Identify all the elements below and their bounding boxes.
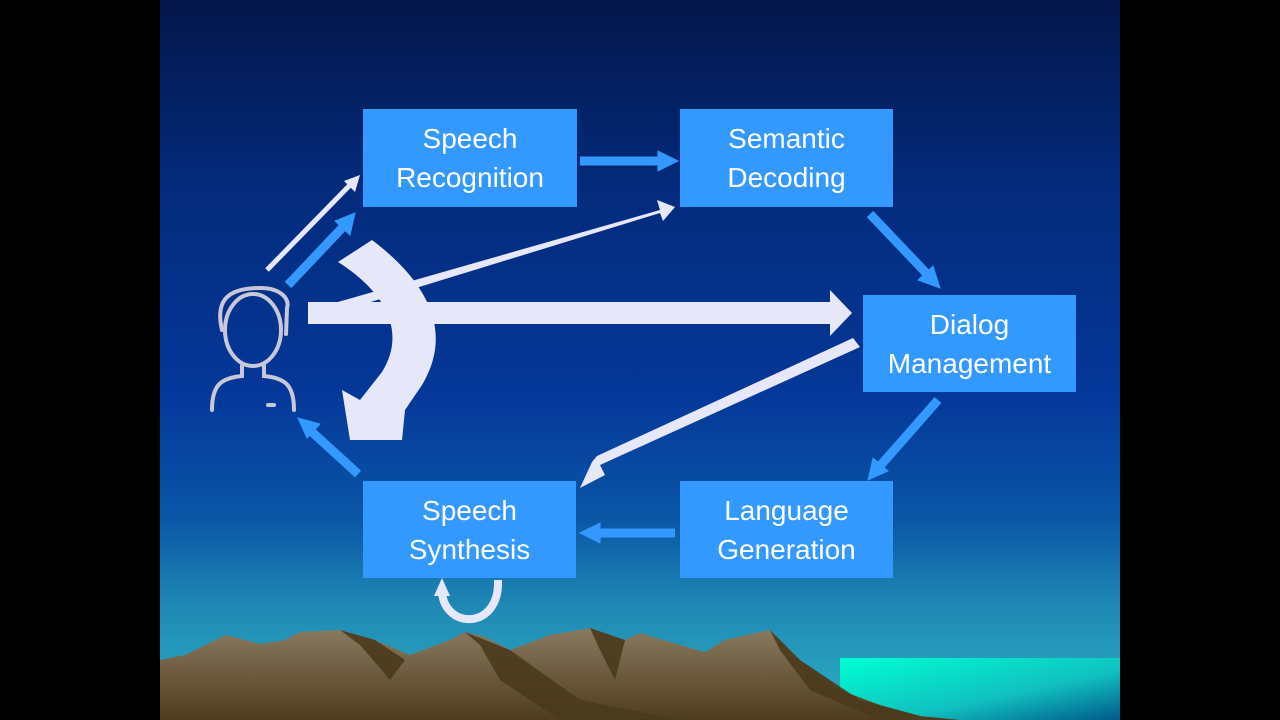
semantic-decoding-box: Semantic Decoding <box>680 109 893 207</box>
mountain-shadow <box>340 630 405 680</box>
speech-synthesis-box: Speech Synthesis <box>363 481 576 578</box>
box-label: Generation <box>717 533 856 565</box>
box-label: Decoding <box>727 162 846 193</box>
dialog-management-box: Dialog Management <box>863 295 1076 392</box>
box-label: Synthesis <box>408 533 531 565</box>
box-label: Semantic <box>728 123 845 154</box>
loop-arrow-icon <box>438 579 503 623</box>
user-icon <box>210 285 296 412</box>
mountains <box>160 628 960 720</box>
box-label: Recognition <box>396 162 544 193</box>
speech-recognition-box: Speech Recognition <box>363 109 577 207</box>
box-label: Language <box>724 494 849 526</box>
box-label: Dialog <box>929 308 1010 340</box>
arrow-icon <box>265 175 860 488</box>
mountain-shadow <box>465 632 680 720</box>
diagram-graphics <box>160 150 1120 720</box>
mountain-shadow <box>590 628 625 680</box>
arrow-icon <box>284 150 942 544</box>
box-label: Speech <box>422 494 517 526</box>
box-label: Management <box>887 347 1052 379</box>
box-label: Speech <box>422 123 518 154</box>
language-generation-box: Language Generation <box>680 481 893 578</box>
curved-arrow-icon <box>338 240 436 440</box>
slide: Speech Recognition Semantic Decoding Dia… <box>160 0 1120 720</box>
mountain-shadow <box>770 630 920 720</box>
